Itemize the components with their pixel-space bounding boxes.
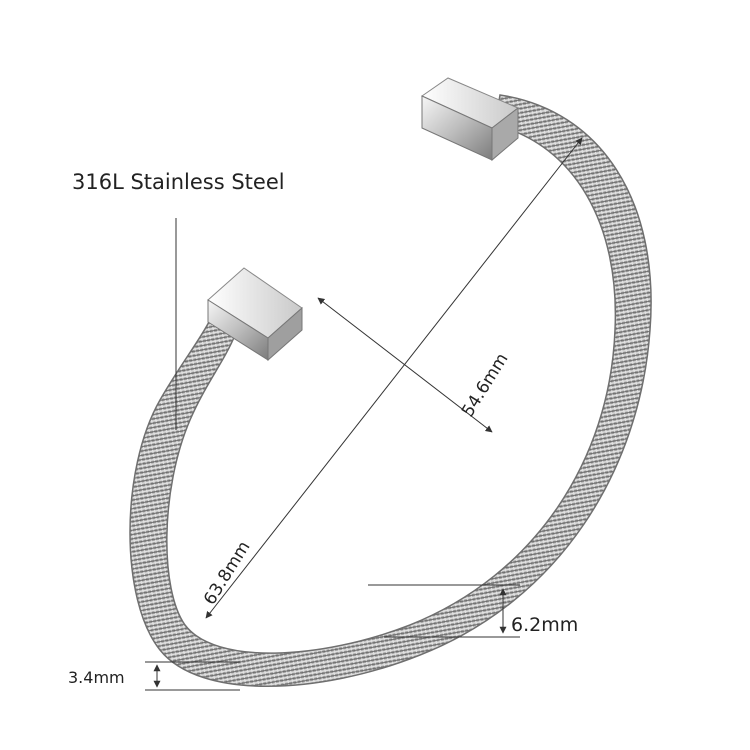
band-width-label: 6.2mm bbox=[511, 614, 579, 636]
band-thickness-label: 3.4mm bbox=[68, 668, 125, 687]
material-label: 316L Stainless Steel bbox=[72, 170, 285, 194]
end-cap-right bbox=[420, 77, 519, 162]
inner-length-dimension-line bbox=[205, 137, 583, 619]
